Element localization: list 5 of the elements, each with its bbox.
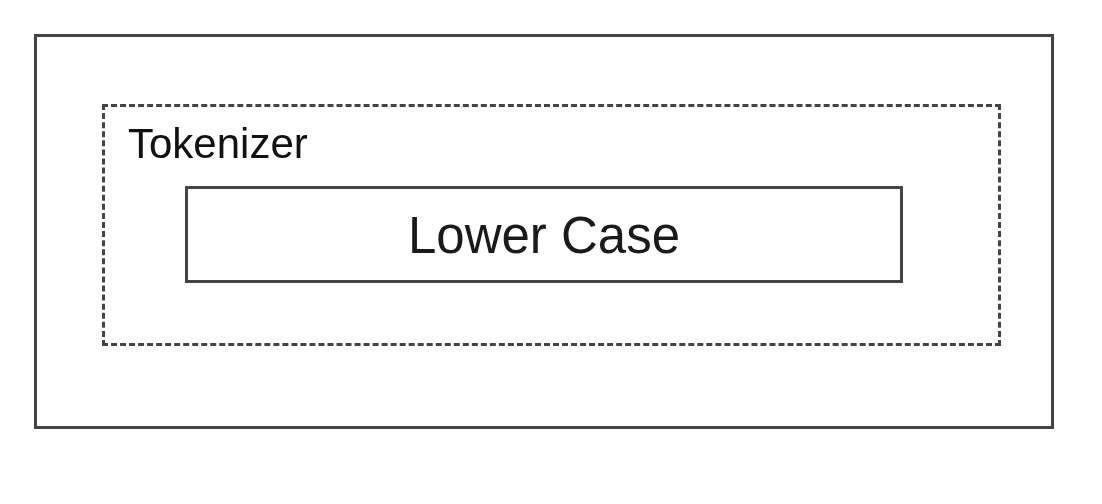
tokenizer-group: [102, 104, 1001, 346]
process-box: [185, 186, 903, 283]
outer-frame: [34, 34, 1054, 429]
step-label: Lower Case: [406, 209, 682, 260]
group-title: Tokenizer: [128, 123, 308, 165]
